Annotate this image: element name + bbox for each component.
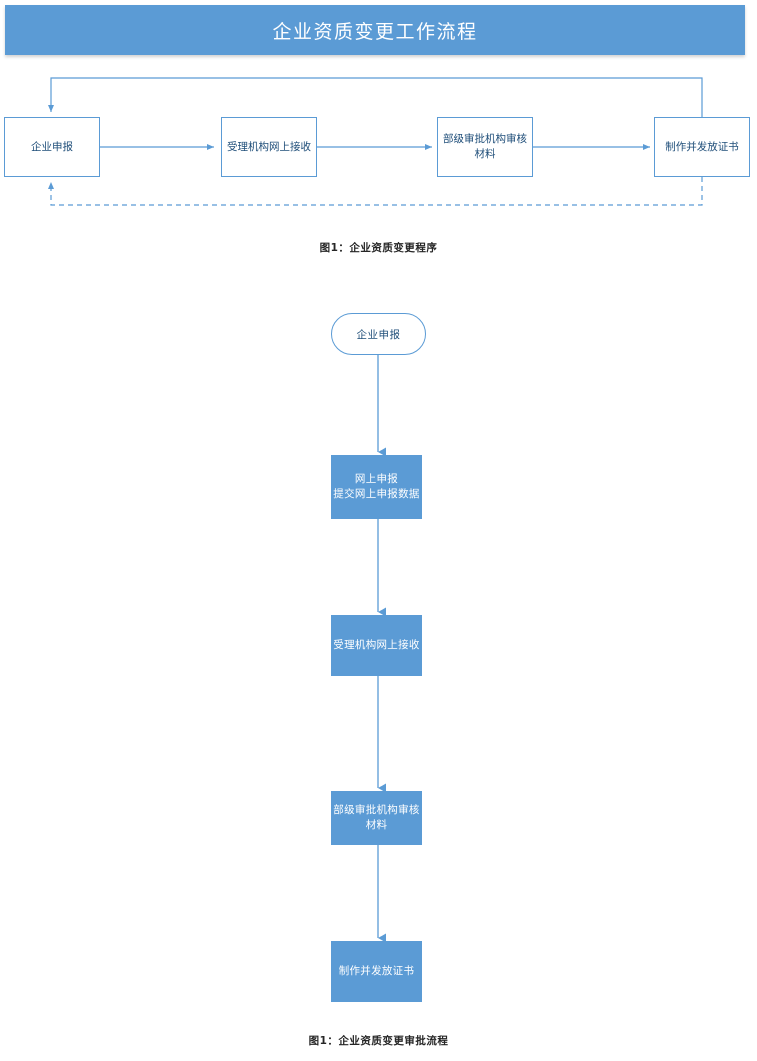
flow-node-apply[interactable]: 企业申报 bbox=[4, 117, 100, 177]
page-header-banner: 企业资质变更工作流程 bbox=[5, 5, 745, 55]
flow-node-receive-label: 受理机构网上接收 bbox=[227, 140, 311, 153]
flow-node-issue-label: 制作并发放证书 bbox=[665, 140, 739, 153]
flow-node-issue[interactable]: 制作并发放证书 bbox=[654, 117, 750, 177]
diagram-one-caption: 图1：企业资质变更程序 bbox=[319, 242, 438, 254]
process-flow-diagram-horizontal: 企业申报 受理机构网上接收 部级审批机构审核 材料 制作并发放证书 bbox=[0, 60, 757, 230]
diagram-two-connectors bbox=[377, 355, 386, 943]
flow-node-review[interactable]: 部级审批机构审核 材料 bbox=[437, 117, 533, 177]
connector-bottom-dashed-return bbox=[48, 177, 703, 206]
flow-node-ministry-review[interactable]: 部级审批机构审核 材料 bbox=[331, 791, 422, 845]
flow-node-ministry-review-line-1: 部级审批机构审核 bbox=[333, 804, 420, 816]
flow-node-start-label: 企业申报 bbox=[356, 328, 401, 341]
flow-node-online-apply[interactable]: 网上申报 提交网上申报数据 bbox=[331, 455, 422, 519]
flow-node-review-line-1: 部级审批机构审核 bbox=[443, 133, 527, 145]
flow-node-issue-cert[interactable]: 制作并发放证书 bbox=[331, 941, 422, 1002]
approval-flow-diagram-vertical: 企业申报 网上申报 提交网上申报数据 受理机构网上接收 部级审批机构审核 材料 … bbox=[0, 300, 757, 1020]
diagram-two-caption: 图1：企业资质变更审批流程 bbox=[308, 1035, 449, 1047]
flow-node-receive[interactable]: 受理机构网上接收 bbox=[221, 117, 317, 177]
flow-node-review-label: 部级审批机构审核 材料 bbox=[443, 132, 527, 162]
flow-node-online-apply-line-2: 提交网上申报数据 bbox=[333, 488, 420, 500]
flow-node-start[interactable]: 企业申报 bbox=[331, 313, 426, 355]
connector-top-feedback-loop bbox=[48, 77, 703, 117]
flow-node-issue-cert-label: 制作并发放证书 bbox=[338, 965, 415, 977]
flow-node-ministry-review-line-2: 材料 bbox=[365, 819, 388, 831]
flow-node-apply-label: 企业申报 bbox=[31, 140, 73, 153]
flow-node-online-apply-line-1: 网上申报 bbox=[354, 473, 399, 485]
flow-node-online-receive[interactable]: 受理机构网上接收 bbox=[331, 615, 422, 676]
page-title: 企业资质变更工作流程 bbox=[272, 20, 478, 43]
diagram-one-connectors bbox=[48, 77, 703, 206]
flow-node-online-receive-label: 受理机构网上接收 bbox=[333, 639, 420, 651]
flow-node-review-line-2: 材料 bbox=[474, 148, 496, 160]
